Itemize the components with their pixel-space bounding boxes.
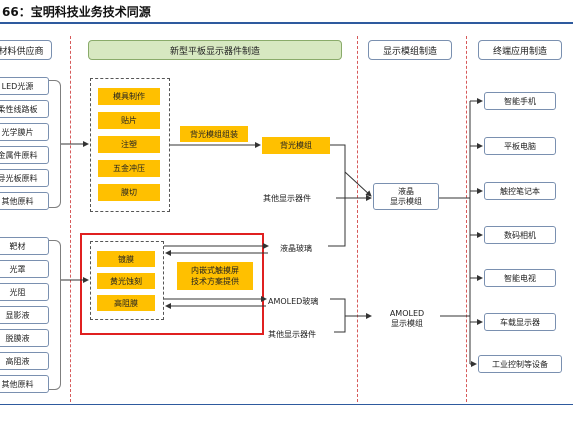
terminal-item: 工业控制等设备 — [478, 355, 562, 373]
header-module: 显示模组制造 — [368, 40, 452, 60]
process-step: 黄光蚀刻 — [97, 273, 155, 289]
process-step: 镀膜 — [97, 251, 155, 267]
lcd-module-box: 液晶显示模组 — [373, 183, 439, 210]
terminal-item: 车载显示器 — [484, 313, 556, 331]
other-components-label: 其他显示器件 — [268, 330, 316, 339]
title-rule — [0, 22, 573, 24]
terminal-item: 数码相机 — [484, 226, 556, 244]
incell-solution-box: 内嵌式触摸屏技术方案提供 — [177, 262, 253, 290]
process-step: 高阻膜 — [97, 295, 155, 311]
process-step: 膜切 — [98, 184, 160, 201]
other-components-label: 其他显示器件 — [263, 194, 311, 203]
process-step: 五金冲压 — [98, 160, 160, 177]
bottom-rule — [0, 404, 573, 405]
column-divider — [70, 36, 71, 402]
column-divider — [466, 36, 467, 402]
amoled-glass-label: AMOLED玻璃 — [268, 297, 319, 306]
materials-bracket — [49, 80, 61, 208]
column-divider — [357, 36, 358, 402]
process-step: 注塑 — [98, 136, 160, 153]
process-step: 贴片 — [98, 112, 160, 129]
materials-bracket — [49, 240, 61, 390]
material-item: 靶材 — [0, 237, 49, 255]
highlight-box — [80, 233, 264, 335]
lcd-glass-label: 液晶玻璃 — [280, 244, 312, 253]
figure-title: 66：宝明科技业务技术同源 — [2, 5, 151, 19]
material-item: 显影液 — [0, 306, 49, 324]
material-item: 其他原料 — [0, 192, 49, 210]
process-group-incell — [90, 241, 164, 320]
process-step: 模具制作 — [98, 88, 160, 105]
terminal-item: 智能手机 — [484, 92, 556, 110]
header-panel: 新型平板显示器件制造 — [88, 40, 342, 60]
material-item: 导光板原料 — [0, 169, 49, 187]
material-item: 光罩 — [0, 260, 49, 278]
header-materials: 材料供应商 — [0, 40, 52, 60]
terminal-item: 触控笔记本 — [484, 182, 556, 200]
header-terminal: 终端应用制造 — [478, 40, 562, 60]
backlight-module-box: 背光模组 — [262, 137, 330, 154]
material-item: 光学膜片 — [0, 123, 49, 141]
terminal-item: 平板电脑 — [484, 137, 556, 155]
material-item: 高阻液 — [0, 352, 49, 370]
material-item: 脱膜液 — [0, 329, 49, 347]
process-group-backlight — [90, 78, 170, 212]
material-item: 光阻 — [0, 283, 49, 301]
terminal-item: 智能电视 — [484, 269, 556, 287]
backlight-assembly-label: 背光模组组装 — [180, 126, 248, 142]
material-item: 金属件原料 — [0, 146, 49, 164]
material-item: LED光源 — [0, 77, 49, 95]
material-item: 柔性线路板 — [0, 100, 49, 118]
material-item: 其他原料 — [0, 375, 49, 393]
